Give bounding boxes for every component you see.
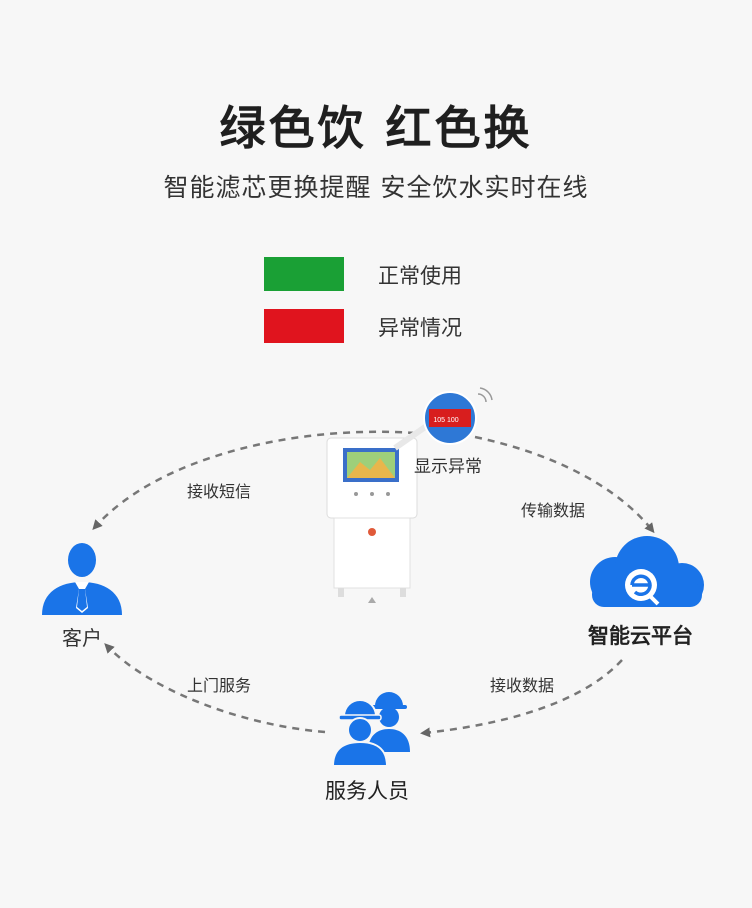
edge-label-receive: 接收数据 — [490, 676, 555, 695]
legend-swatch-normal — [264, 257, 344, 291]
cloud-platform-icon — [590, 536, 704, 607]
edge-label-transmit: 传输数据 — [521, 501, 586, 520]
cloud-platform-label: 智能云平台 — [588, 624, 693, 648]
customer-label: 客户 — [62, 626, 102, 650]
service-staff-icon — [331, 692, 410, 767]
edge-label-sms: 接收短信 — [187, 482, 252, 501]
legend-swatch-abnormal — [264, 309, 344, 343]
water-purifier-icon — [326, 437, 418, 603]
page-subtitle: 智能滤芯更换提醒 安全饮水实时在线 — [163, 173, 589, 202]
device-status-label: 显示异常 — [414, 457, 482, 477]
arrow-staff-to-customer — [104, 643, 326, 734]
abnormal-display-icon — [423, 387, 493, 445]
arrow-device-to-customer — [92, 430, 416, 530]
customer-icon — [42, 543, 122, 615]
legend-label-normal: 正常使用 — [378, 264, 462, 288]
device-screen-text: 105 100 — [433, 417, 458, 424]
edge-label-service: 上门服务 — [187, 676, 252, 695]
arrow-cloud-to-staff — [420, 659, 623, 738]
legend-label-abnormal: 异常情况 — [378, 316, 462, 340]
page-title: 绿色饮 红色换 — [219, 101, 533, 155]
arrow-device-to-cloud — [474, 435, 655, 534]
service-staff-label: 服务人员 — [325, 779, 409, 803]
